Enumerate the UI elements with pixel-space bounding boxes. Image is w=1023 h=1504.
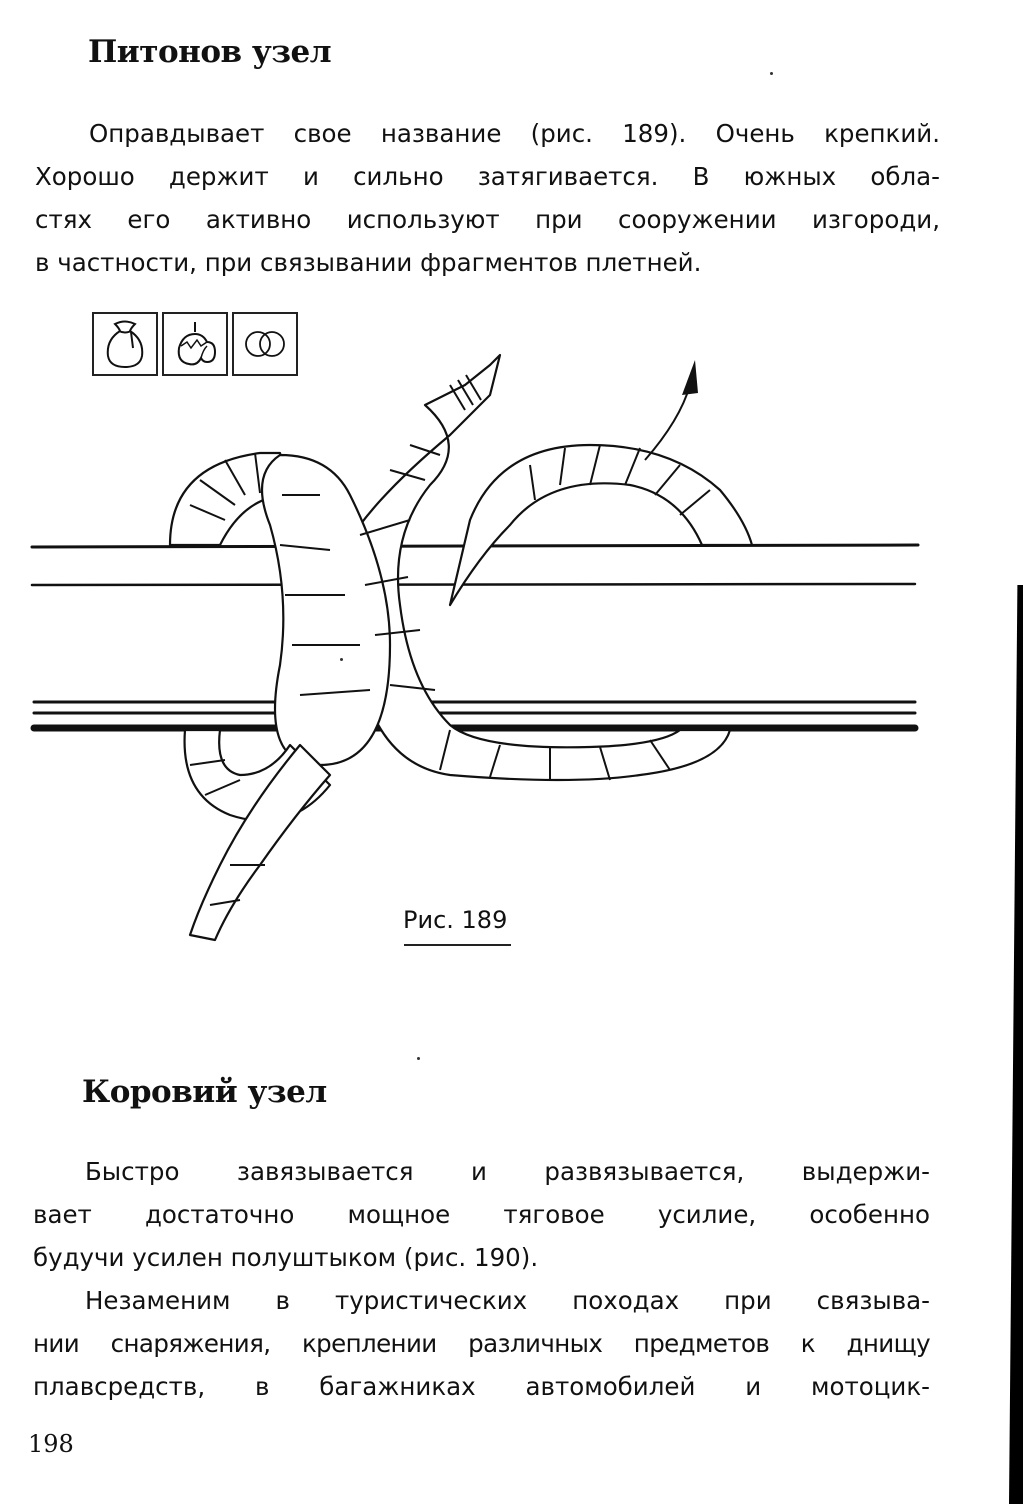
scan-speck xyxy=(340,658,343,661)
text-line: нии снаряжения, креплении различных пред… xyxy=(33,1329,931,1358)
text-line: плавсредств, в багажниках автомобилей и … xyxy=(33,1372,930,1401)
text-line: в частности, при связывании фрагментов п… xyxy=(35,248,702,277)
scan-speck xyxy=(770,72,773,75)
text-line: Быстро завязывается и развязывается, выд… xyxy=(85,1157,930,1186)
hazelnut-icon xyxy=(162,312,228,376)
section-title-cow-knot: Коровий узел xyxy=(82,1074,327,1110)
direction-arrow-icon xyxy=(644,360,698,461)
python-knot-figure xyxy=(30,345,925,949)
caption-underline xyxy=(404,944,511,946)
text-line: Незаменим в туристических походах при св… xyxy=(85,1286,930,1315)
cow-knot-usage: Незаменим в туристических походах при св… xyxy=(33,1279,931,1408)
text-line: Хорошо держит и сильно затягивается. В ю… xyxy=(35,162,940,191)
text-line: вает достаточно мощное тяговое усилие, о… xyxy=(33,1200,930,1229)
page-edge-shadow xyxy=(1009,585,1023,1504)
sack-icon xyxy=(92,312,158,376)
usage-icons xyxy=(92,312,298,376)
python-knot-description: Оправдывает свое название (рис. 189). Оч… xyxy=(35,112,940,284)
text-line: будучи усилен полуштыком (рис. 190). xyxy=(33,1243,539,1272)
rings-icon xyxy=(232,312,298,376)
text-line: Оправдывает свое название (рис. 189). Оч… xyxy=(89,119,940,148)
knot-diagram xyxy=(30,353,920,942)
text-line: стях его активно используют при сооружен… xyxy=(35,205,940,234)
scan-speck xyxy=(417,1057,420,1060)
cow-knot-description: Быстро завязывается и развязывается, выд… xyxy=(33,1150,930,1279)
figure-caption: Рис. 189 xyxy=(403,906,508,934)
section-title-python-knot: Питонов узел xyxy=(88,34,332,70)
page-number: 198 xyxy=(28,1430,74,1458)
